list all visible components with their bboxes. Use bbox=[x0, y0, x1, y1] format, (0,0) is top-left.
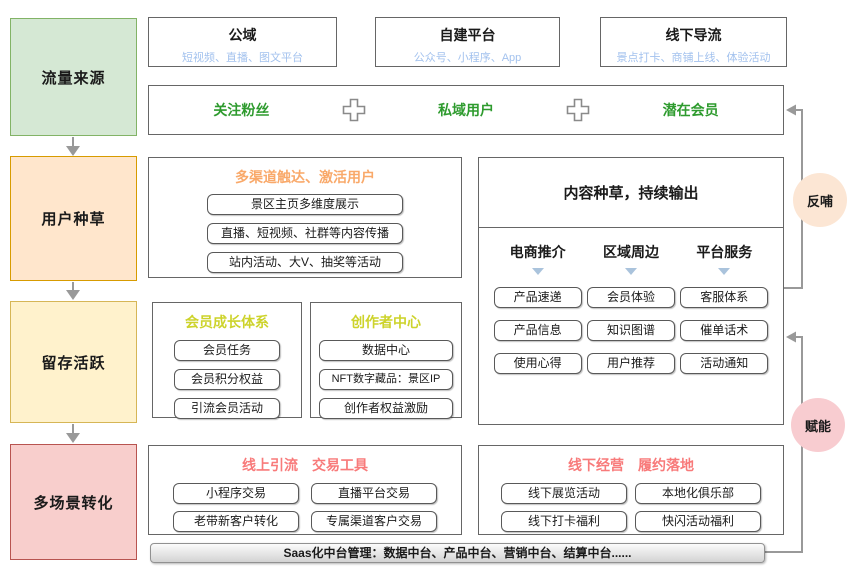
offline-item: 快闪活动福利 bbox=[635, 511, 761, 532]
online-item: 专属渠道客户交易 bbox=[311, 511, 437, 532]
enable-badge: 赋能 bbox=[791, 398, 845, 452]
offline-item: 线下展览活动 bbox=[501, 483, 627, 504]
panel-title: 创作者中心 bbox=[351, 314, 421, 330]
panel-creator-center: 创作者中心 数据中心 NFT数字藏品：景区IP 创作者权益激励 bbox=[310, 302, 462, 419]
channel-title: 公域 bbox=[228, 27, 257, 43]
pool-item-fans: 关注粉丝 bbox=[213, 102, 270, 118]
plus-icon bbox=[558, 96, 598, 124]
stage-multi-scene-conversion: 多场景转化 bbox=[10, 444, 137, 560]
column-item: 活动通知 bbox=[680, 353, 769, 374]
column-item: 使用心得 bbox=[493, 353, 582, 374]
creator-item: NFT数字藏品：景区IP bbox=[319, 369, 453, 390]
channel-subtitle: 短视频、直播、图文平台 bbox=[182, 52, 303, 64]
online-item: 小程序交易 bbox=[173, 483, 299, 504]
column-regional: 区域周边 会员体验 知识图谱 用户推荐 bbox=[584, 232, 677, 374]
panel-title: 多渠道触达、激活用户 bbox=[235, 169, 375, 185]
saas-middle-platform-bar: Saas化中台管理：数据中台、产品中台、营销中台、结算中台...... bbox=[150, 543, 765, 563]
channel-title: 线下导流 bbox=[665, 27, 722, 43]
activation-item: 景区主页多维度展示 bbox=[207, 194, 403, 215]
column-header: 区域周边 bbox=[602, 244, 659, 260]
triangle-down-icon bbox=[624, 268, 637, 275]
stage-user-seeding: 用户种草 bbox=[10, 156, 137, 281]
panel-title: 会员成长体系 bbox=[185, 314, 269, 330]
membership-item: 会员积分权益 bbox=[174, 369, 280, 390]
panel-membership-growth: 会员成长体系 会员任务 会员积分权益 引流会员活动 bbox=[152, 302, 302, 419]
creator-item: 数据中心 bbox=[319, 340, 453, 361]
content-title: 内容种草，持续输出 bbox=[479, 158, 783, 228]
online-item: 直播平台交易 bbox=[311, 483, 437, 504]
column-item: 产品信息 bbox=[493, 320, 582, 341]
saas-bar-label: Saas化中台管理：数据中台、产品中台、营销中台、结算中台...... bbox=[283, 546, 632, 560]
offline-item: 线下打卡福利 bbox=[501, 511, 627, 532]
membership-item: 引流会员活动 bbox=[174, 398, 280, 419]
stage-label: 用户种草 bbox=[41, 211, 106, 228]
triangle-down-icon bbox=[531, 268, 544, 275]
channel-self-built-platform: 自建平台 公众号、小程序、App bbox=[375, 17, 560, 67]
column-item: 催单话术 bbox=[680, 320, 769, 341]
stage-label: 留存活跃 bbox=[41, 354, 106, 372]
panel-multichannel-activation: 多渠道触达、激活用户 景区主页多维度展示 直播、短视频、社群等内容传播 站内活动… bbox=[148, 157, 462, 278]
column-item: 知识图谱 bbox=[586, 320, 675, 341]
enable-badge-label: 赋能 bbox=[804, 418, 831, 434]
channel-public-domain: 公域 短视频、直播、图文平台 bbox=[148, 17, 337, 67]
user-pool-row: 关注粉丝 私域用户 潜在会员 bbox=[148, 85, 784, 135]
channel-subtitle: 公众号、小程序、App bbox=[413, 52, 522, 64]
stage-retention: 留存活跃 bbox=[10, 301, 137, 423]
channel-title: 自建平台 bbox=[439, 27, 496, 43]
stage-label: 流量来源 bbox=[41, 69, 106, 87]
panel-content-seeding: 内容种草，持续输出 电商推介 产品速递 产品信息 使用心得 区域周边 会员体验 … bbox=[478, 157, 784, 425]
stage-traffic-source: 流量来源 bbox=[10, 18, 137, 136]
panel-online-conversion: 线上引流 交易工具 小程序交易 直播平台交易 老带新客户转化 专属渠道客户交易 bbox=[148, 445, 462, 535]
column-item: 客服体系 bbox=[680, 287, 769, 308]
channel-offline-diversion: 线下导流 景点打卡、商铺上线、体验活动 bbox=[600, 17, 787, 67]
column-item: 会员体验 bbox=[586, 287, 675, 308]
stage-label: 多场景转化 bbox=[33, 494, 114, 512]
plus-icon bbox=[334, 96, 374, 124]
column-item: 产品速递 bbox=[493, 287, 582, 308]
online-item: 老带新客户转化 bbox=[173, 511, 299, 532]
panel-title: 线下经营 履约落地 bbox=[568, 457, 694, 473]
triangle-down-icon bbox=[718, 268, 731, 275]
creator-item: 创作者权益激励 bbox=[319, 398, 453, 419]
pool-item-private-users: 私域用户 bbox=[438, 102, 494, 118]
column-header: 电商推介 bbox=[509, 244, 566, 260]
pool-item-potential-members: 潜在会员 bbox=[662, 102, 719, 118]
membership-item: 会员任务 bbox=[174, 340, 280, 361]
panel-title: 线上引流 交易工具 bbox=[242, 457, 368, 473]
column-item: 用户推荐 bbox=[586, 353, 675, 374]
panel-offline-conversion: 线下经营 履约落地 线下展览活动 本地化俱乐部 线下打卡福利 快闪活动福利 bbox=[478, 445, 784, 535]
channel-subtitle: 景点打卡、商铺上线、体验活动 bbox=[616, 52, 771, 64]
column-platform-service: 平台服务 客服体系 催单话术 活动通知 bbox=[678, 232, 771, 374]
feedback-badge: 反哺 bbox=[793, 173, 847, 227]
column-header: 平台服务 bbox=[696, 244, 753, 260]
column-ecommerce: 电商推介 产品速递 产品信息 使用心得 bbox=[491, 232, 584, 374]
activation-item: 站内活动、大V、抽奖等活动 bbox=[207, 252, 403, 273]
activation-item: 直播、短视频、社群等内容传播 bbox=[207, 223, 403, 244]
content-columns: 电商推介 产品速递 产品信息 使用心得 区域周边 会员体验 知识图谱 用户推荐 … bbox=[479, 228, 783, 374]
feedback-badge-label: 反哺 bbox=[806, 193, 833, 209]
offline-item: 本地化俱乐部 bbox=[635, 483, 761, 504]
